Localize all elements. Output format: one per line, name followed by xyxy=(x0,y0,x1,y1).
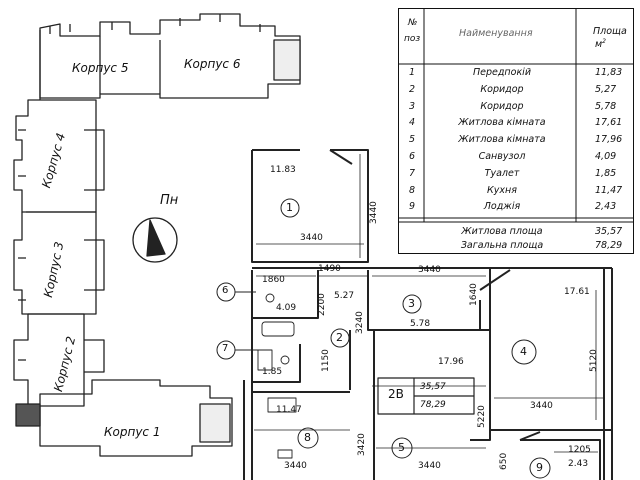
table-row-name: Коридор xyxy=(480,83,524,95)
dim-3440-e: 3440 xyxy=(284,461,307,471)
table-total-area: 35,57 xyxy=(595,226,623,237)
block-label-k6: Корпус 6 xyxy=(184,57,241,71)
table-row-name: Санвузол xyxy=(478,151,526,162)
col-header-name: Найменування xyxy=(459,28,533,39)
table-row-area: 4,09 xyxy=(595,151,617,162)
dim-1205: 1205 xyxy=(568,445,591,455)
area-room-6: 4.09 xyxy=(276,303,297,313)
table-row-name: Туалет xyxy=(484,167,520,179)
table-row-area: 1,85 xyxy=(595,167,617,179)
apartment-total-area: 78,29 xyxy=(420,400,446,410)
dim-3440-a: 3440 xyxy=(300,233,323,243)
fixtures xyxy=(257,293,297,459)
table-row-name: Житлова кімната xyxy=(458,117,546,129)
table-row-area: 5,78 xyxy=(595,100,617,112)
table-total-name: Житлова площа xyxy=(461,226,543,237)
room-table-grid xyxy=(398,8,634,223)
dim-3440-f: 3440 xyxy=(418,461,441,471)
dim-5220: 5220 xyxy=(477,405,487,428)
col-header-area-2: м2 xyxy=(595,38,606,51)
col-header-num-1: № xyxy=(408,18,418,28)
table-row-num: 4 xyxy=(409,117,416,129)
dim-3420: 3420 xyxy=(357,433,367,456)
block-label-k1: Корпус 1 xyxy=(104,425,161,439)
table-row-area: 5,27 xyxy=(595,83,617,95)
room-number-1: 1 xyxy=(286,201,293,214)
area-room-1: 11.83 xyxy=(270,165,296,175)
table-row-name: Коридор xyxy=(480,100,524,112)
dim-1640: 1640 xyxy=(469,283,479,306)
block-label-k5: Корпус 5 xyxy=(72,61,129,75)
callout-circles xyxy=(216,198,551,479)
table-row-num: 5 xyxy=(409,134,416,146)
apartment-tag-box xyxy=(377,377,475,415)
table-row-num: 3 xyxy=(409,100,416,112)
room-number-3: 3 xyxy=(408,297,415,310)
table-row-num: 1 xyxy=(409,67,416,78)
area-room-4: 17.61 xyxy=(564,287,590,297)
room-number-2: 2 xyxy=(336,331,343,344)
dim-1150: 1150 xyxy=(321,349,331,372)
apartment-living-area: 35,57 xyxy=(420,382,446,392)
table-row-num: 8 xyxy=(409,184,416,196)
room-number-4: 4 xyxy=(520,345,527,358)
room-number-9: 9 xyxy=(536,461,543,474)
north-label: Пн xyxy=(160,193,179,208)
table-row-area: 2,43 xyxy=(595,201,617,213)
table-row-name: Лоджія xyxy=(483,201,521,213)
table-row-name: Кухня xyxy=(487,184,517,196)
area-room-7: 1.85 xyxy=(262,367,283,377)
area-room-8: 11.47 xyxy=(276,405,302,415)
table-total-name: Загальна площа xyxy=(460,240,544,251)
table-row-area: 17,96 xyxy=(595,134,623,146)
table-total-area: 78,29 xyxy=(595,240,623,251)
callout-7: 7 xyxy=(222,343,229,354)
table-row-area: 11,47 xyxy=(595,184,623,196)
area-room-3: 5.78 xyxy=(410,319,431,329)
room-number-5: 5 xyxy=(398,441,405,454)
dim-3440-d: 3440 xyxy=(530,401,553,411)
room-number-8: 8 xyxy=(304,431,311,444)
dim-3240: 3240 xyxy=(355,311,365,334)
area-room-5: 17.96 xyxy=(438,357,464,367)
area-room-2: 5.27 xyxy=(334,291,355,301)
dim-2200: 2200 xyxy=(317,293,327,316)
table-row-num: 7 xyxy=(409,167,416,179)
table-row-num: 6 xyxy=(409,151,416,162)
site-buildings xyxy=(13,13,301,457)
table-row-name: Передпокій xyxy=(472,67,531,78)
dim-1860: 1860 xyxy=(262,275,285,285)
dim-650: 650 xyxy=(499,452,509,470)
table-row-num: 9 xyxy=(409,201,416,213)
table-row-area: 11,83 xyxy=(595,67,623,78)
col-header-area-1: Площа xyxy=(593,26,627,37)
area-room-9: 2.43 xyxy=(568,459,589,469)
dim-3440-b: 3440 xyxy=(369,201,379,224)
dim-1490: 1490 xyxy=(318,264,341,274)
table-row-area: 17,61 xyxy=(595,117,623,129)
room-table: № поз Найменування Площа м2 1 Передпокій 1… xyxy=(398,8,634,254)
col-header-num-2: поз xyxy=(404,34,421,44)
north-arrow xyxy=(132,217,178,263)
table-row-name: Житлова кімната xyxy=(458,134,546,146)
floor-plan-walls xyxy=(243,149,613,480)
callout-6: 6 xyxy=(222,285,229,296)
dim-3440-c: 3440 xyxy=(418,265,441,275)
table-row-num: 2 xyxy=(409,83,416,95)
apartment-type: 2В xyxy=(388,387,404,401)
dim-5120: 5120 xyxy=(589,349,599,372)
